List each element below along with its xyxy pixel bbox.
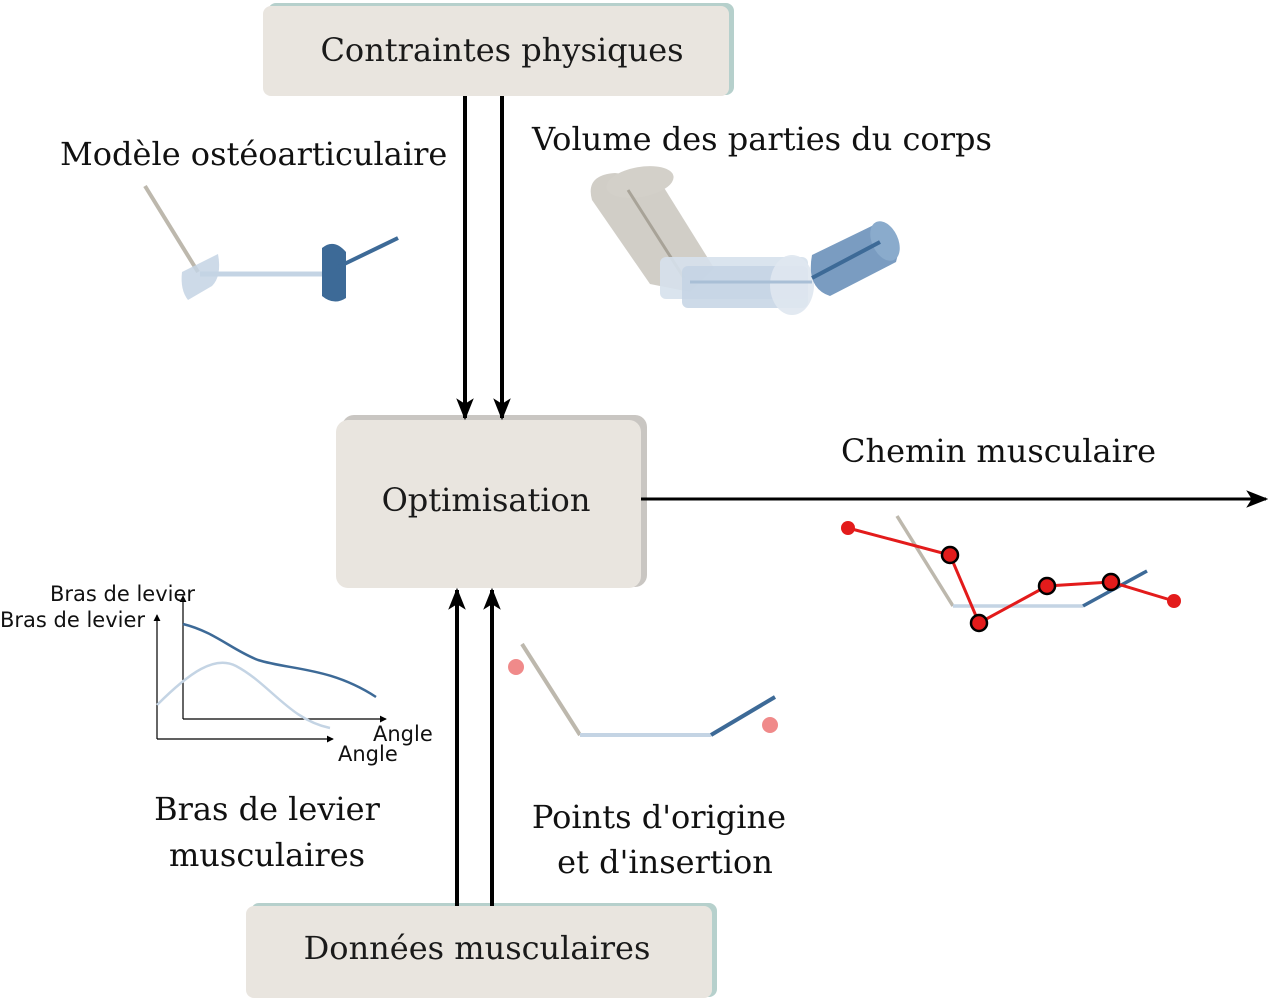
lever-arm-curve-dark [182,622,377,699]
bone-model-illustration [143,184,399,302]
label-chemin-musculaire: Chemin musculaire [841,432,1156,470]
body-volume-illustration [590,166,900,315]
label-modele-osteoarticulaire: Modèle ostéoarticulaire [60,135,447,173]
label-volume-parties-corps: Volume des parties du corps [531,120,992,158]
mini-chart-xlabel-back: Angle [338,742,398,766]
lever-arm-chart: Bras de levier Bras de levier Angle Angl… [0,582,433,766]
box-donnees-musculaires: Données musculaires [246,903,717,998]
path-via-point [1101,572,1121,592]
label-points-line1: Points d'origine [532,798,786,836]
mini-chart-ylabel-back: Bras de levier [50,582,195,606]
origin-point [508,659,524,675]
box-contraintes-physiques: Contraintes physiques [263,3,734,96]
path-via-point [1037,576,1057,596]
insertion-point [762,717,778,733]
label-bras-levier-line1: Bras de levier [154,790,381,828]
lever-arm-curve-light [156,661,331,730]
box-donnees-musculaires-label: Données musculaires [304,929,651,967]
arrows-bottom-to-optimisation [448,587,501,906]
path-via-point [969,613,989,633]
mini-chart-xlabel-front: Angle [373,722,433,746]
arrows-top-to-optimisation [456,96,511,421]
box-optimisation-label: Optimisation [382,481,591,519]
label-points-line2: et d'insertion [557,843,773,881]
path-endpoint-end [1167,594,1181,608]
muscle-path-illustration [841,515,1181,633]
path-endpoint-start [841,521,855,535]
box-contraintes-physiques-label: Contraintes physiques [320,31,683,69]
label-bras-levier-line2: musculaires [169,836,365,874]
path-via-point [940,545,960,565]
box-optimisation: Optimisation [336,415,647,588]
mini-chart-ylabel-front: Bras de levier [0,608,145,632]
origin-insertion-illustration [508,642,778,737]
